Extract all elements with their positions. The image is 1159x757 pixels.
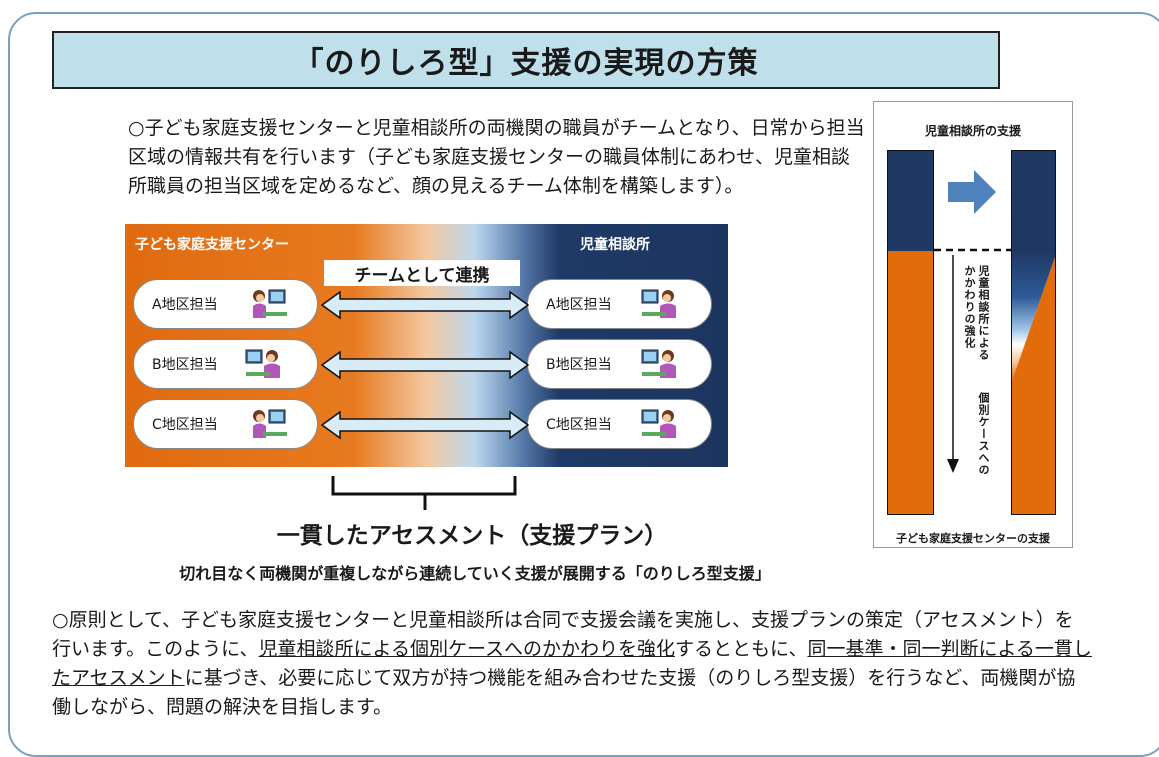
closing-underline-2: 同一基準・同一判断による一貫したアセスメント	[52, 638, 1092, 689]
double-arrow-a	[320, 290, 530, 320]
right-row-b-label: B地区担当	[546, 357, 612, 373]
dashed-level-line	[934, 248, 1012, 252]
closing-text-1: ○原則として、子ども家庭支援センターと児童相談所は合同で支援会議を実施し、支援プ…	[52, 609, 1074, 660]
intro-paragraph: ○子ども家庭支援センターと児童相談所の両機関の職員がチームとなり、日常から担当区…	[128, 117, 865, 197]
double-arrow-b	[320, 350, 530, 380]
after-bar-fill	[1012, 151, 1055, 514]
support-transition-panel: 児童相談所の支援 かかわりの強化 児童相談所による	[873, 101, 1073, 548]
page-title-text: 「のりしろ型」支援の実現の方策	[293, 46, 759, 81]
right-row-c: C地区担当	[527, 399, 712, 449]
team-label: チームとして連携	[324, 260, 520, 286]
worker-icon	[253, 289, 287, 318]
closing-text-2: するとともに、	[675, 638, 808, 660]
left-row-c: C地区担当	[133, 399, 318, 449]
left-row-b: B地区担当	[133, 339, 318, 389]
seamless-support-caption: 切れ目なく両機関が重複しながら連続していく支援が展開する「のりしろ型支援」	[179, 564, 771, 583]
left-row-a: A地区担当	[133, 279, 318, 329]
worker-icon	[641, 289, 676, 318]
left-row-a-label: A地区担当	[152, 297, 218, 313]
worker-icon	[641, 349, 676, 378]
panel-bottom-label: 子ども家庭支援センターの支援	[896, 532, 1050, 545]
worker-icon	[253, 409, 287, 438]
down-arrow-icon	[947, 255, 959, 473]
worker-icon	[641, 409, 676, 438]
panel-top-label: 児童相談所の支援	[924, 124, 1021, 138]
vertical-note-col3: 個別ケースへの	[977, 392, 990, 476]
closing-text-3: に基づき、必要に応じて双方が持つ機能を組み合わせた支援（のりしろ型支援）を行うな…	[52, 667, 1076, 718]
worker-icon	[245, 349, 280, 378]
before-bar	[887, 150, 934, 515]
vertical-note-col1: 児童相談所による	[977, 265, 990, 361]
left-row-c-label: C地区担当	[152, 417, 218, 433]
page-title: 「のりしろ型」支援の実現の方策	[52, 31, 1000, 89]
collaboration-diagram: 子ども家庭支援センター 児童相談所 チームとして連携 A地区担当 B地区担当 C…	[125, 224, 728, 467]
vertical-note-col2: かかわりの強化	[963, 265, 976, 349]
brace-icon	[331, 476, 517, 510]
double-arrow-c	[320, 410, 530, 440]
right-row-a: A地区担当	[527, 279, 712, 329]
right-row-b: B地区担当	[527, 339, 712, 389]
right-header: 児童相談所	[580, 237, 650, 253]
right-row-c-label: C地区担当	[546, 417, 612, 433]
left-row-b-label: B地区担当	[152, 357, 218, 373]
closing-paragraph: ○原則として、子ども家庭支援センターと児童相談所は合同で支援会議を実施し、支援プ…	[52, 606, 1092, 722]
transition-arrow-icon	[948, 170, 996, 214]
left-header: 子ども家庭支援センター	[135, 237, 289, 253]
after-bar	[1011, 150, 1056, 515]
right-row-a-label: A地区担当	[546, 297, 612, 313]
assessment-label: 一貫したアセスメント（支援プラン）	[276, 523, 668, 549]
closing-underline-1: 児童相談所による個別ケースへのかかわりを強化	[258, 638, 676, 660]
